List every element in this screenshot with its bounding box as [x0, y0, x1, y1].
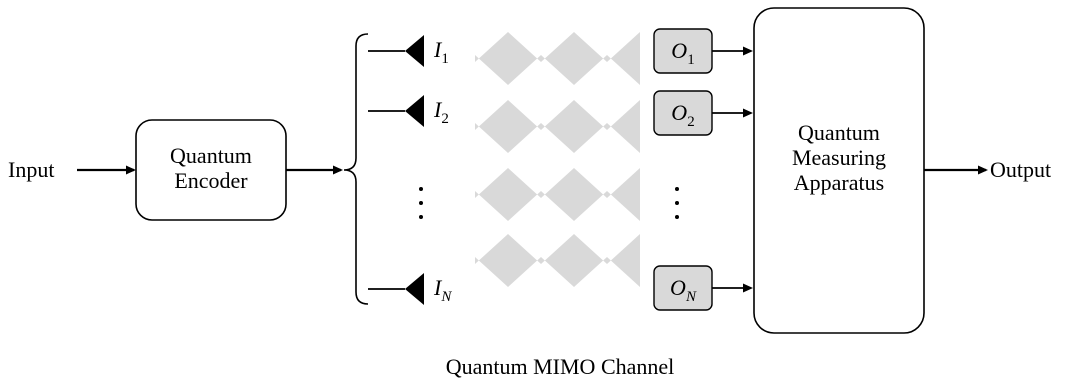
measuring-line1: Quantum	[798, 120, 880, 145]
output-label: Output	[990, 157, 1051, 182]
output-box-on: ON	[653, 265, 713, 311]
channel-zigzag	[475, 32, 640, 287]
output-box-o2: O2	[653, 90, 713, 136]
output-vertical-ellipsis	[675, 187, 679, 219]
measuring-line2: Measuring	[792, 145, 886, 170]
input-label-2: I2	[433, 97, 449, 127]
encoder-line1: Quantum	[170, 143, 252, 168]
output-box-o1: O1	[653, 28, 713, 74]
encoder-line2: Encoder	[174, 168, 248, 193]
input-label-n: IN	[433, 275, 452, 305]
input-label: Input	[8, 157, 54, 182]
measuring-line3: Apparatus	[794, 170, 884, 195]
channel-caption: Quantum MIMO Channel	[446, 354, 675, 379]
input-label-1: I1	[433, 37, 449, 67]
antenna-i2	[368, 95, 424, 127]
input-brace	[343, 33, 369, 305]
svg-text:O1: O1	[671, 38, 694, 68]
svg-text:O2: O2	[671, 100, 694, 130]
svg-text:ON: ON	[670, 275, 697, 305]
antenna-in	[368, 273, 424, 305]
input-vertical-ellipsis	[419, 187, 423, 219]
antenna-i1	[368, 35, 424, 67]
